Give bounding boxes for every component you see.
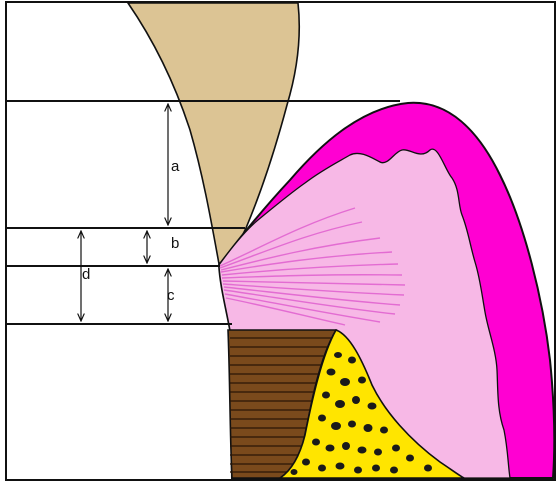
label-a: a xyxy=(171,158,180,175)
label-d: d xyxy=(82,266,90,283)
label-b: b xyxy=(171,235,179,252)
label-c: c xyxy=(167,287,175,304)
